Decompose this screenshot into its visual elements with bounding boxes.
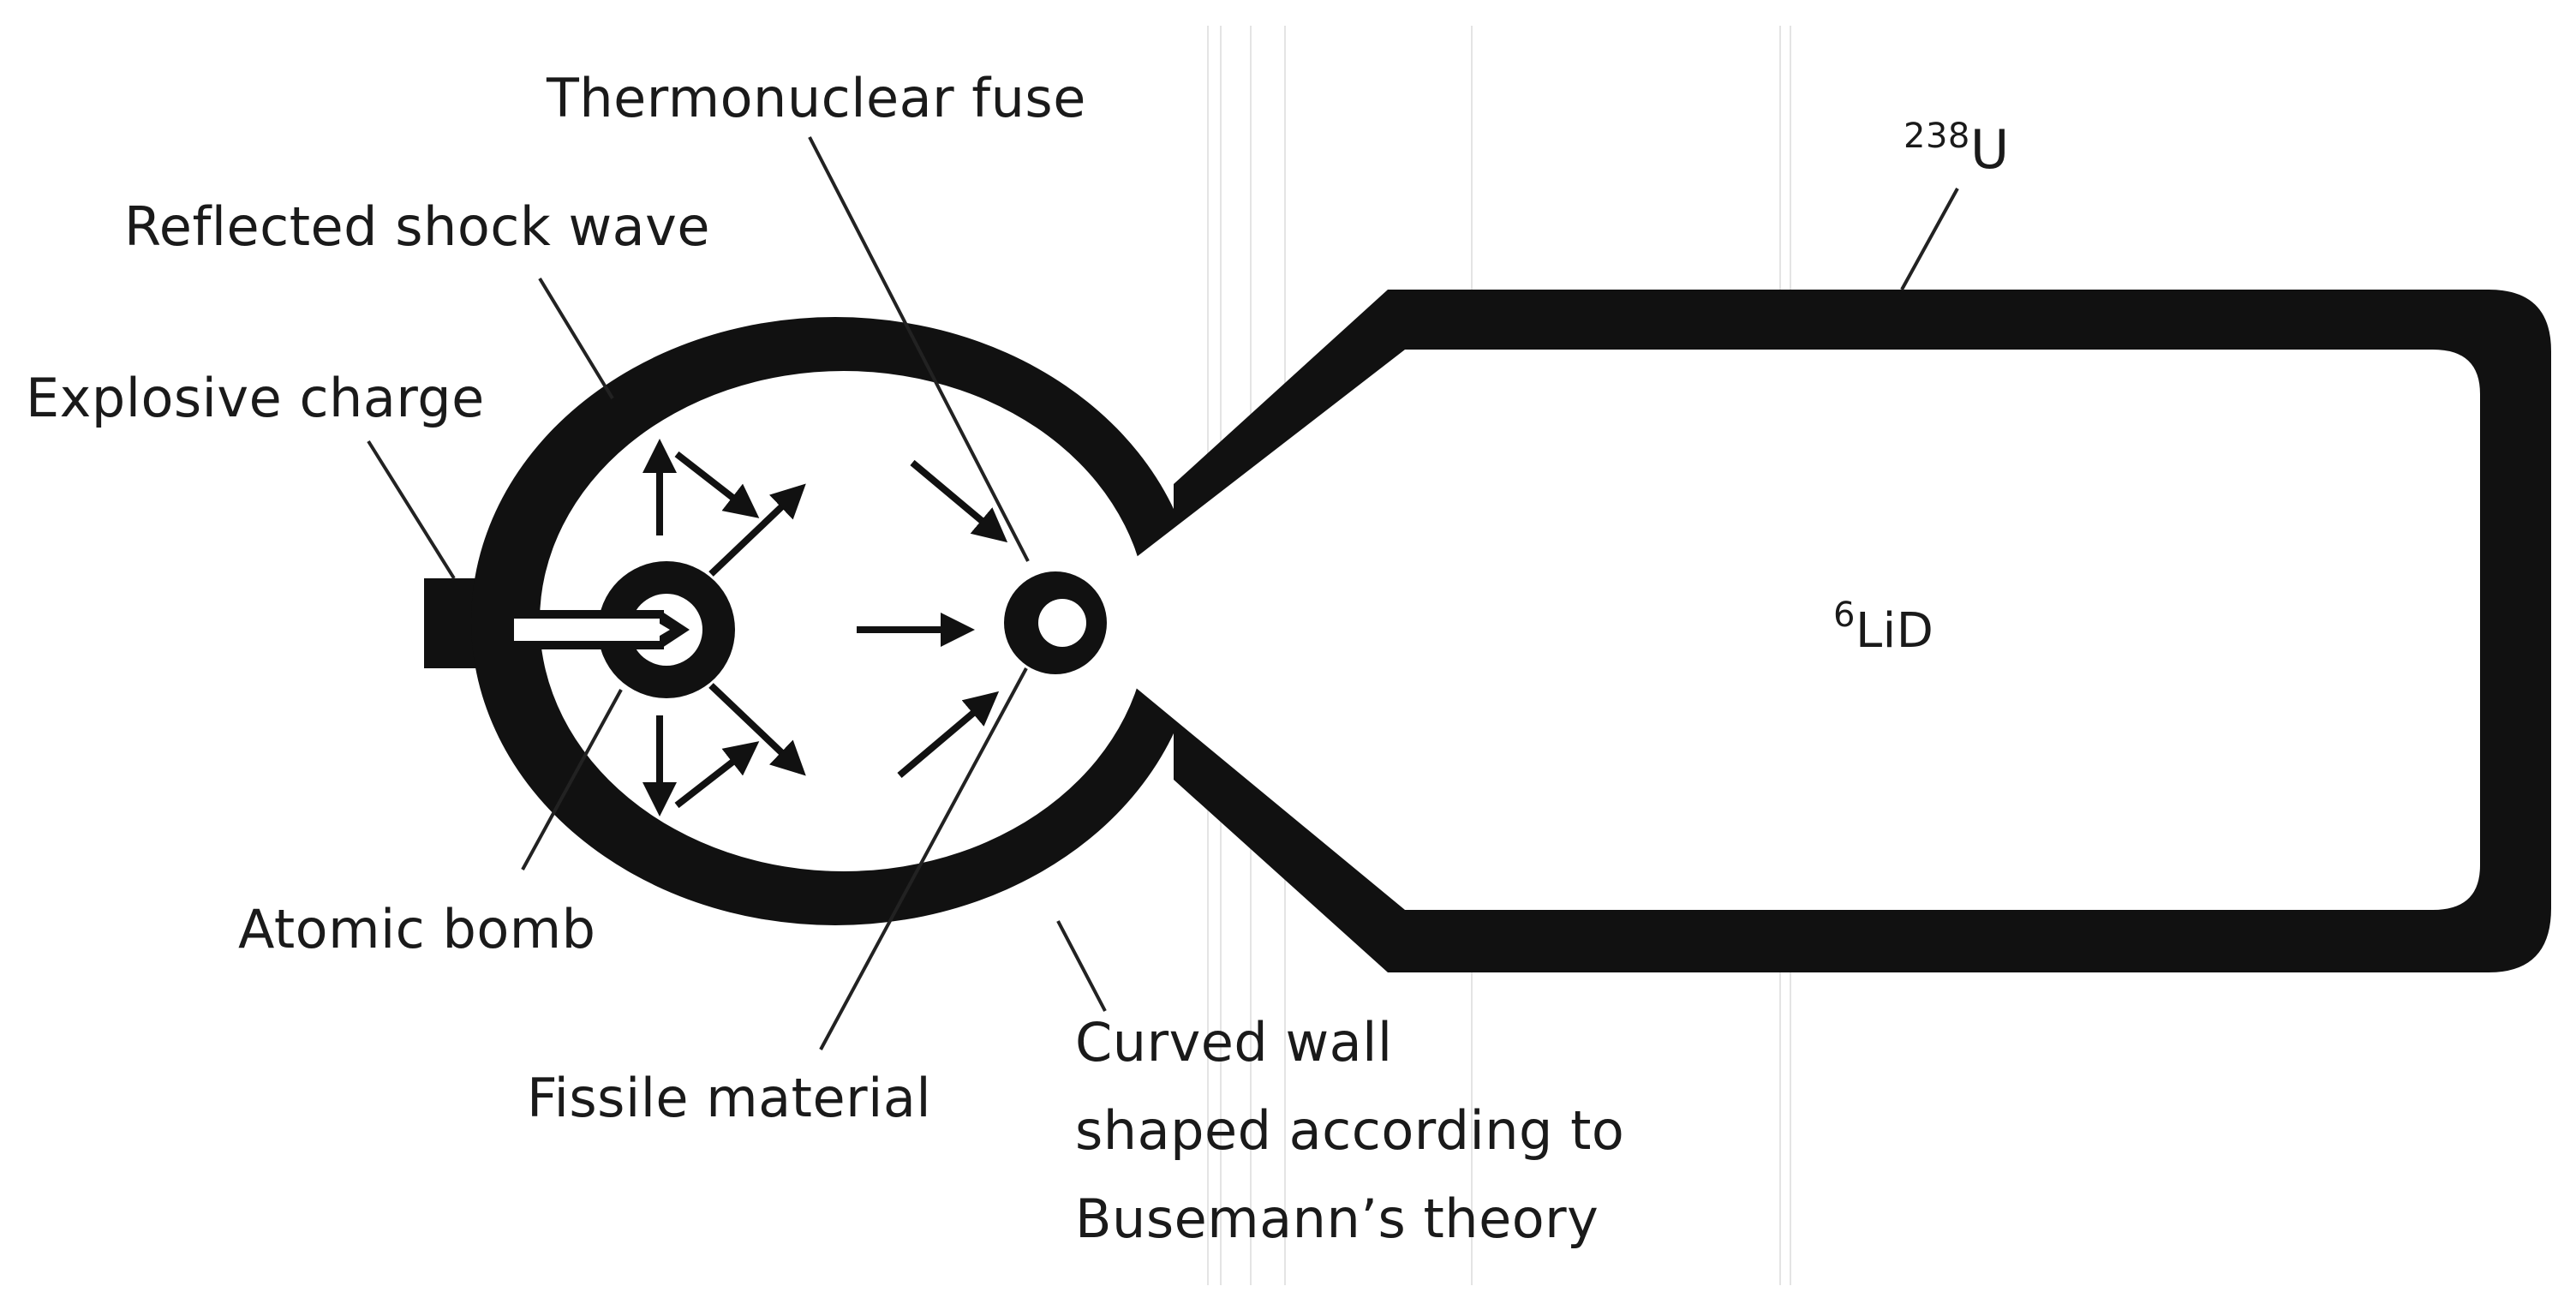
label-fissile-material: Fissile material — [527, 1067, 932, 1129]
u238-mass-number: 238 — [1904, 117, 1970, 156]
casing — [471, 290, 2551, 972]
label-curved-wall-line-1: Curved wall — [1075, 1011, 1393, 1074]
leader-explosive-charge — [367, 440, 456, 580]
label-u238: 238U — [1904, 117, 2010, 188]
leader-u238 — [1900, 188, 1959, 290]
li6d-symbol: LiD — [1855, 603, 1934, 659]
label-curved-wall-line-3: Busemann’s theory — [1075, 1187, 1599, 1250]
label-explosive-charge: Explosive charge — [26, 367, 485, 429]
casing-inner — [1081, 350, 2480, 910]
label-curved-wall-line-2: shaped according to — [1075, 1099, 1625, 1162]
label-reflected-shock-wave: Reflected shock wave — [124, 195, 711, 258]
label-li6d: 6LiD — [1833, 595, 1934, 667]
label-thermonuclear-fuse: Thermonuclear fuse — [547, 67, 1086, 129]
leader-fissile-material — [819, 667, 1028, 1050]
u238-symbol: U — [1969, 118, 2010, 181]
leader-lines — [367, 136, 1959, 1050]
atomic-bomb — [505, 561, 735, 698]
leader-thermonuclear-fuse — [808, 136, 1030, 562]
leader-curved-wall — [1056, 920, 1107, 1012]
leader-atomic-bomb — [521, 689, 623, 870]
shock-wave-arrows — [643, 439, 1008, 817]
li6-mass-number: 6 — [1833, 595, 1856, 635]
leader-reflected-shock-wave — [538, 277, 614, 400]
label-atomic-bomb: Atomic bomb — [238, 898, 596, 960]
thermonuclear-fuse-sphere — [1004, 571, 1107, 674]
